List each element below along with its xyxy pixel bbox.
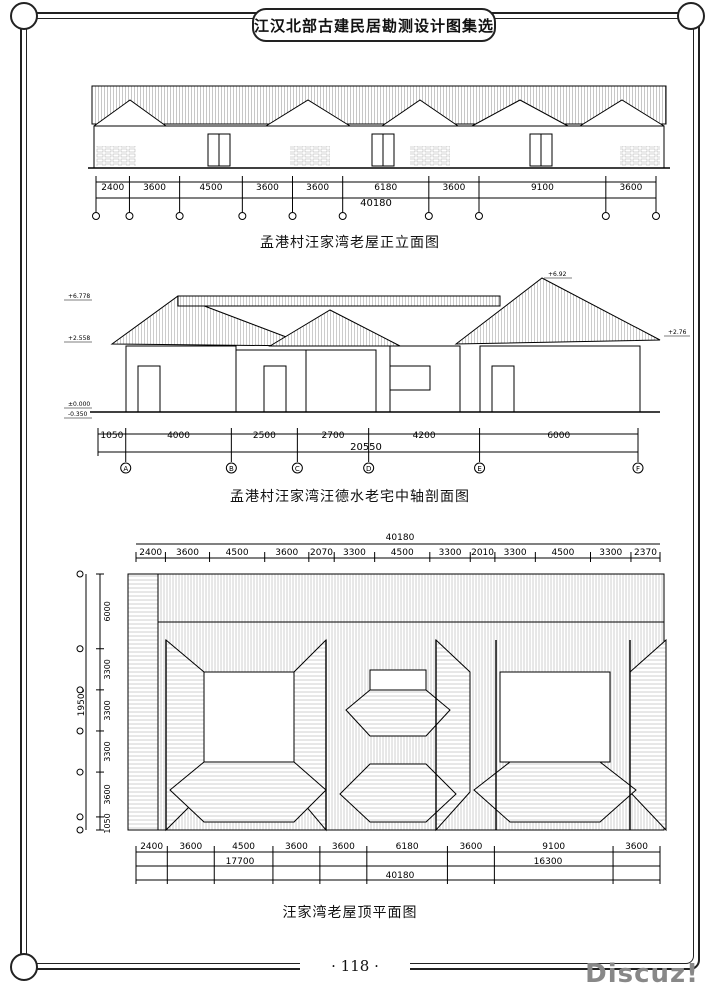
level-mark: +2.558: [68, 335, 90, 342]
axis-marker: [76, 645, 84, 653]
roof-plan-side-dimension: 3600: [103, 784, 112, 804]
roof-plan-side-dimension: 6000: [103, 601, 112, 621]
axis-circle: [474, 462, 486, 474]
level-mark: ±0.000: [68, 401, 90, 408]
frame-corner-ornament: [677, 2, 705, 30]
axis-marker: [76, 686, 84, 694]
axis-marker: [424, 212, 433, 220]
axis-marker: [92, 212, 100, 220]
elevation-dimension: 3600: [619, 183, 642, 193]
frame-corner-ornament: [10, 953, 38, 981]
elevation-dimension: 2400: [101, 183, 124, 193]
axis-marker: [76, 826, 84, 834]
axis-marker: [76, 727, 84, 735]
frame-corner-ornament: [10, 2, 38, 30]
axis-label: B: [229, 465, 234, 473]
section-drawing: +6.778 +2.558 ±0.000 -0.350 +6.92 +2.76 1050 4…: [64, 271, 690, 474]
roof-plan-bottom-dimension: 2400: [140, 842, 163, 852]
elevation-dimension: 4500: [200, 183, 223, 193]
section-caption: 孟港村汪家湾汪德水老宅中轴剖面图: [230, 489, 470, 505]
roof-plan-top-dimension: 3300: [599, 548, 622, 558]
axis-marker: [288, 212, 297, 220]
roof-plan-top-dimension: 3600: [275, 548, 298, 558]
roof-plan-drawing: 40180 2400 3600 4500 3600 2070 3300 4500 3300 20…: [76, 533, 667, 884]
roof-plan-top-dimension: 2370: [634, 548, 657, 558]
roof-plan-top-dimension: 3300: [343, 548, 366, 558]
axis-marker: [125, 212, 134, 220]
axis-marker: [76, 813, 84, 821]
roof-plan-bottom-dimension: 3600: [179, 842, 202, 852]
level-mark: +6.92: [548, 271, 567, 278]
roof-plan-top-dimension: 4500: [226, 548, 249, 558]
roof-plan-bottom-dimension: 9100: [542, 842, 565, 852]
roof-plan-side-dimension: 1050: [103, 813, 112, 833]
roof-plan-subtotal-right: 16300: [534, 857, 563, 867]
roof-plan-top-total: 40180: [386, 533, 415, 543]
book-title: 江汉北部古建民居勘测设计图集选: [252, 8, 496, 42]
level-mark: +2.76: [668, 329, 687, 336]
roof-plan-bottom-dimension: 3600: [625, 842, 648, 852]
section-dimension: 1050: [100, 431, 123, 441]
page-number: · 118 ·: [300, 955, 410, 977]
roof-plan-top-dimension: 4500: [391, 548, 414, 558]
roof-plan-side-dimension: 3300: [103, 700, 112, 720]
roof-plan-bottom-dimension: 3600: [332, 842, 355, 852]
axis-circle: [291, 462, 303, 474]
elevation-dimension: 6180: [374, 183, 397, 193]
roof-plan-top-dimension: 2010: [471, 548, 494, 558]
section-dimension: 2700: [322, 431, 345, 441]
roof-plan-top-dimension: 3300: [439, 548, 462, 558]
axis-label: E: [477, 465, 481, 473]
axis-marker: [175, 212, 184, 220]
elevation-dimension: 9100: [531, 183, 554, 193]
elevation-dimension: 3600: [143, 183, 166, 193]
front-elevation-drawing: 2400 3600 4500 3600 3600 6180 3600 9100 3600 401…: [88, 85, 670, 220]
axis-marker: [474, 212, 483, 220]
roof-plan-bottom-dimension: 4500: [232, 842, 255, 852]
roof-plan-bottom-dimension: 3600: [459, 842, 482, 852]
roof-plan-subtotal-left: 17700: [226, 857, 255, 867]
roof-plan-bottom-dimension: 3600: [285, 842, 308, 852]
axis-label: D: [366, 465, 371, 473]
section-dimension: 4000: [167, 431, 190, 441]
axis-marker: [338, 212, 347, 220]
axis-circle: [363, 462, 375, 474]
axis-marker: [76, 768, 84, 776]
level-mark: +6.778: [68, 293, 90, 300]
roof-plan-top-dimension: 3600: [176, 548, 199, 558]
elevation-caption: 孟港村汪家湾老屋正立面图: [260, 235, 440, 251]
axis-circle: [120, 462, 132, 474]
roof-plan-top-dimension: 3300: [504, 548, 527, 558]
roof-plan-side-total: 19500: [77, 687, 87, 716]
roof-plan-bottom-dimension: 6180: [396, 842, 419, 852]
roof-plan-bottom-total: 40180: [386, 871, 415, 881]
section-dimension: 2500: [253, 431, 276, 441]
axis-label: C: [295, 465, 300, 473]
elevation-dimension: 3600: [442, 183, 465, 193]
axis-label: A: [123, 465, 128, 473]
roof-plan-caption: 汪家湾老屋顶平面图: [282, 905, 418, 921]
level-mark: -0.350: [68, 411, 88, 418]
section-total-dimension: 20550: [350, 442, 382, 453]
watermark: Discuz!: [585, 959, 699, 989]
axis-circle: [225, 462, 237, 474]
axis-label: F: [636, 465, 640, 473]
axis-marker: [601, 212, 610, 220]
roof-plan-side-dimension: 3300: [103, 659, 112, 679]
roof-plan-top-dimension: 2070: [310, 548, 333, 558]
axis-marker: [238, 212, 247, 220]
elevation-dimension: 3600: [306, 183, 329, 193]
elevation-dimension: 3600: [256, 183, 279, 193]
section-dimension: 4200: [413, 431, 436, 441]
axis-marker: [652, 212, 660, 220]
roof-plan-top-dimension: 4500: [551, 548, 574, 558]
roof-plan-side-dimension: 3300: [103, 741, 112, 761]
roof-plan-top-dimension: 2400: [139, 548, 162, 558]
axis-circle: [632, 462, 644, 474]
elevation-total-dimension: 40180: [360, 198, 392, 209]
section-dimension: 6000: [547, 431, 570, 441]
